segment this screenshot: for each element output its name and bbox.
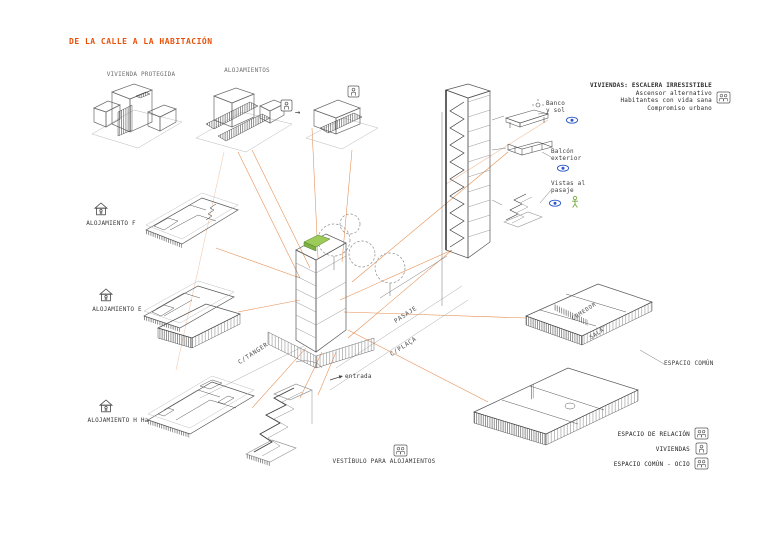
people-icon (694, 457, 709, 470)
eye-icon (556, 164, 570, 172)
vestibulo-stairs (245, 383, 313, 466)
person-icon (695, 442, 708, 455)
people-icon (393, 444, 408, 457)
person-icon (347, 85, 360, 98)
label-vivienda-protegida: VIVIENDA PROTEGIDA (106, 71, 176, 78)
bench-sketch (505, 99, 550, 128)
street-lines (199, 112, 665, 399)
callout-banco: Banco y sol (546, 100, 566, 114)
label-alojamiento-h: ALOJAMIENTO H Ha (87, 417, 149, 424)
axon-alojamientos-detail (305, 99, 379, 150)
eye-icon (565, 116, 579, 124)
connector-lines (175, 119, 549, 409)
stairs-sketch (503, 193, 543, 228)
trees-sketch (317, 213, 406, 296)
callout-balcon: Balcón exterior (551, 148, 582, 162)
label-alojamientos-top: ALOJAMIENTOS (224, 67, 270, 74)
room-viviendas-lower (473, 367, 639, 446)
header-note-2: Habitantes con vida sana (620, 97, 712, 105)
entrada-arrow (329, 375, 343, 381)
central-building (267, 213, 406, 369)
header-note-1: Ascensor alternativo (635, 89, 712, 97)
label-alojamiento-f: ALOJAMIENTO F (86, 220, 136, 227)
stair-tower (444, 83, 492, 259)
person-icon-green (571, 195, 579, 208)
label-entrada: entrada (345, 373, 372, 380)
plan-alojamiento-h (147, 375, 255, 438)
plan-alojamiento-f (145, 192, 239, 248)
axon-vivienda-protegida (91, 83, 183, 149)
legend-viviendas: VIVIENDAS (655, 446, 690, 453)
house-icon (94, 202, 108, 216)
room-espacio-comun-upper (525, 283, 653, 346)
label-vestibulo: VESTÍBULO PARA ALOJAMIENTOS (332, 458, 436, 465)
callout-vistas: Vistas al pasaje (551, 180, 586, 194)
header-notes: VIVIENDAS: ESCALERA IRRESISTIBLE Ascenso… (540, 82, 712, 112)
axon-alojamientos (195, 87, 293, 153)
header-note-3: Compromiso urbano (647, 104, 712, 112)
header-heading: VIVIENDAS: ESCALERA IRRESISTIBLE (590, 82, 712, 89)
arrow-right-icon: → (295, 108, 301, 118)
balcony-sketch (506, 140, 554, 156)
house-icon (99, 288, 113, 302)
label-alojamiento-e: ALOJAMIENTO E (92, 306, 142, 313)
legend-espacio-de-relacion: ESPACIO DE RELACIÓN (617, 431, 690, 438)
label-espacio-comun: ESPACIO COMÚN (664, 360, 714, 367)
eye-icon (548, 199, 562, 207)
person-icon (280, 99, 293, 112)
plan-alojamiento-e (143, 280, 241, 349)
page-title: DE LA CALLE A LA HABITACIÓN (69, 37, 213, 46)
people-icon (694, 427, 709, 440)
legend-espacio-comun-ocio: ESPACIO COMÚN - OCIO (613, 461, 690, 468)
people-icon (716, 91, 731, 104)
house-icon (99, 399, 113, 413)
